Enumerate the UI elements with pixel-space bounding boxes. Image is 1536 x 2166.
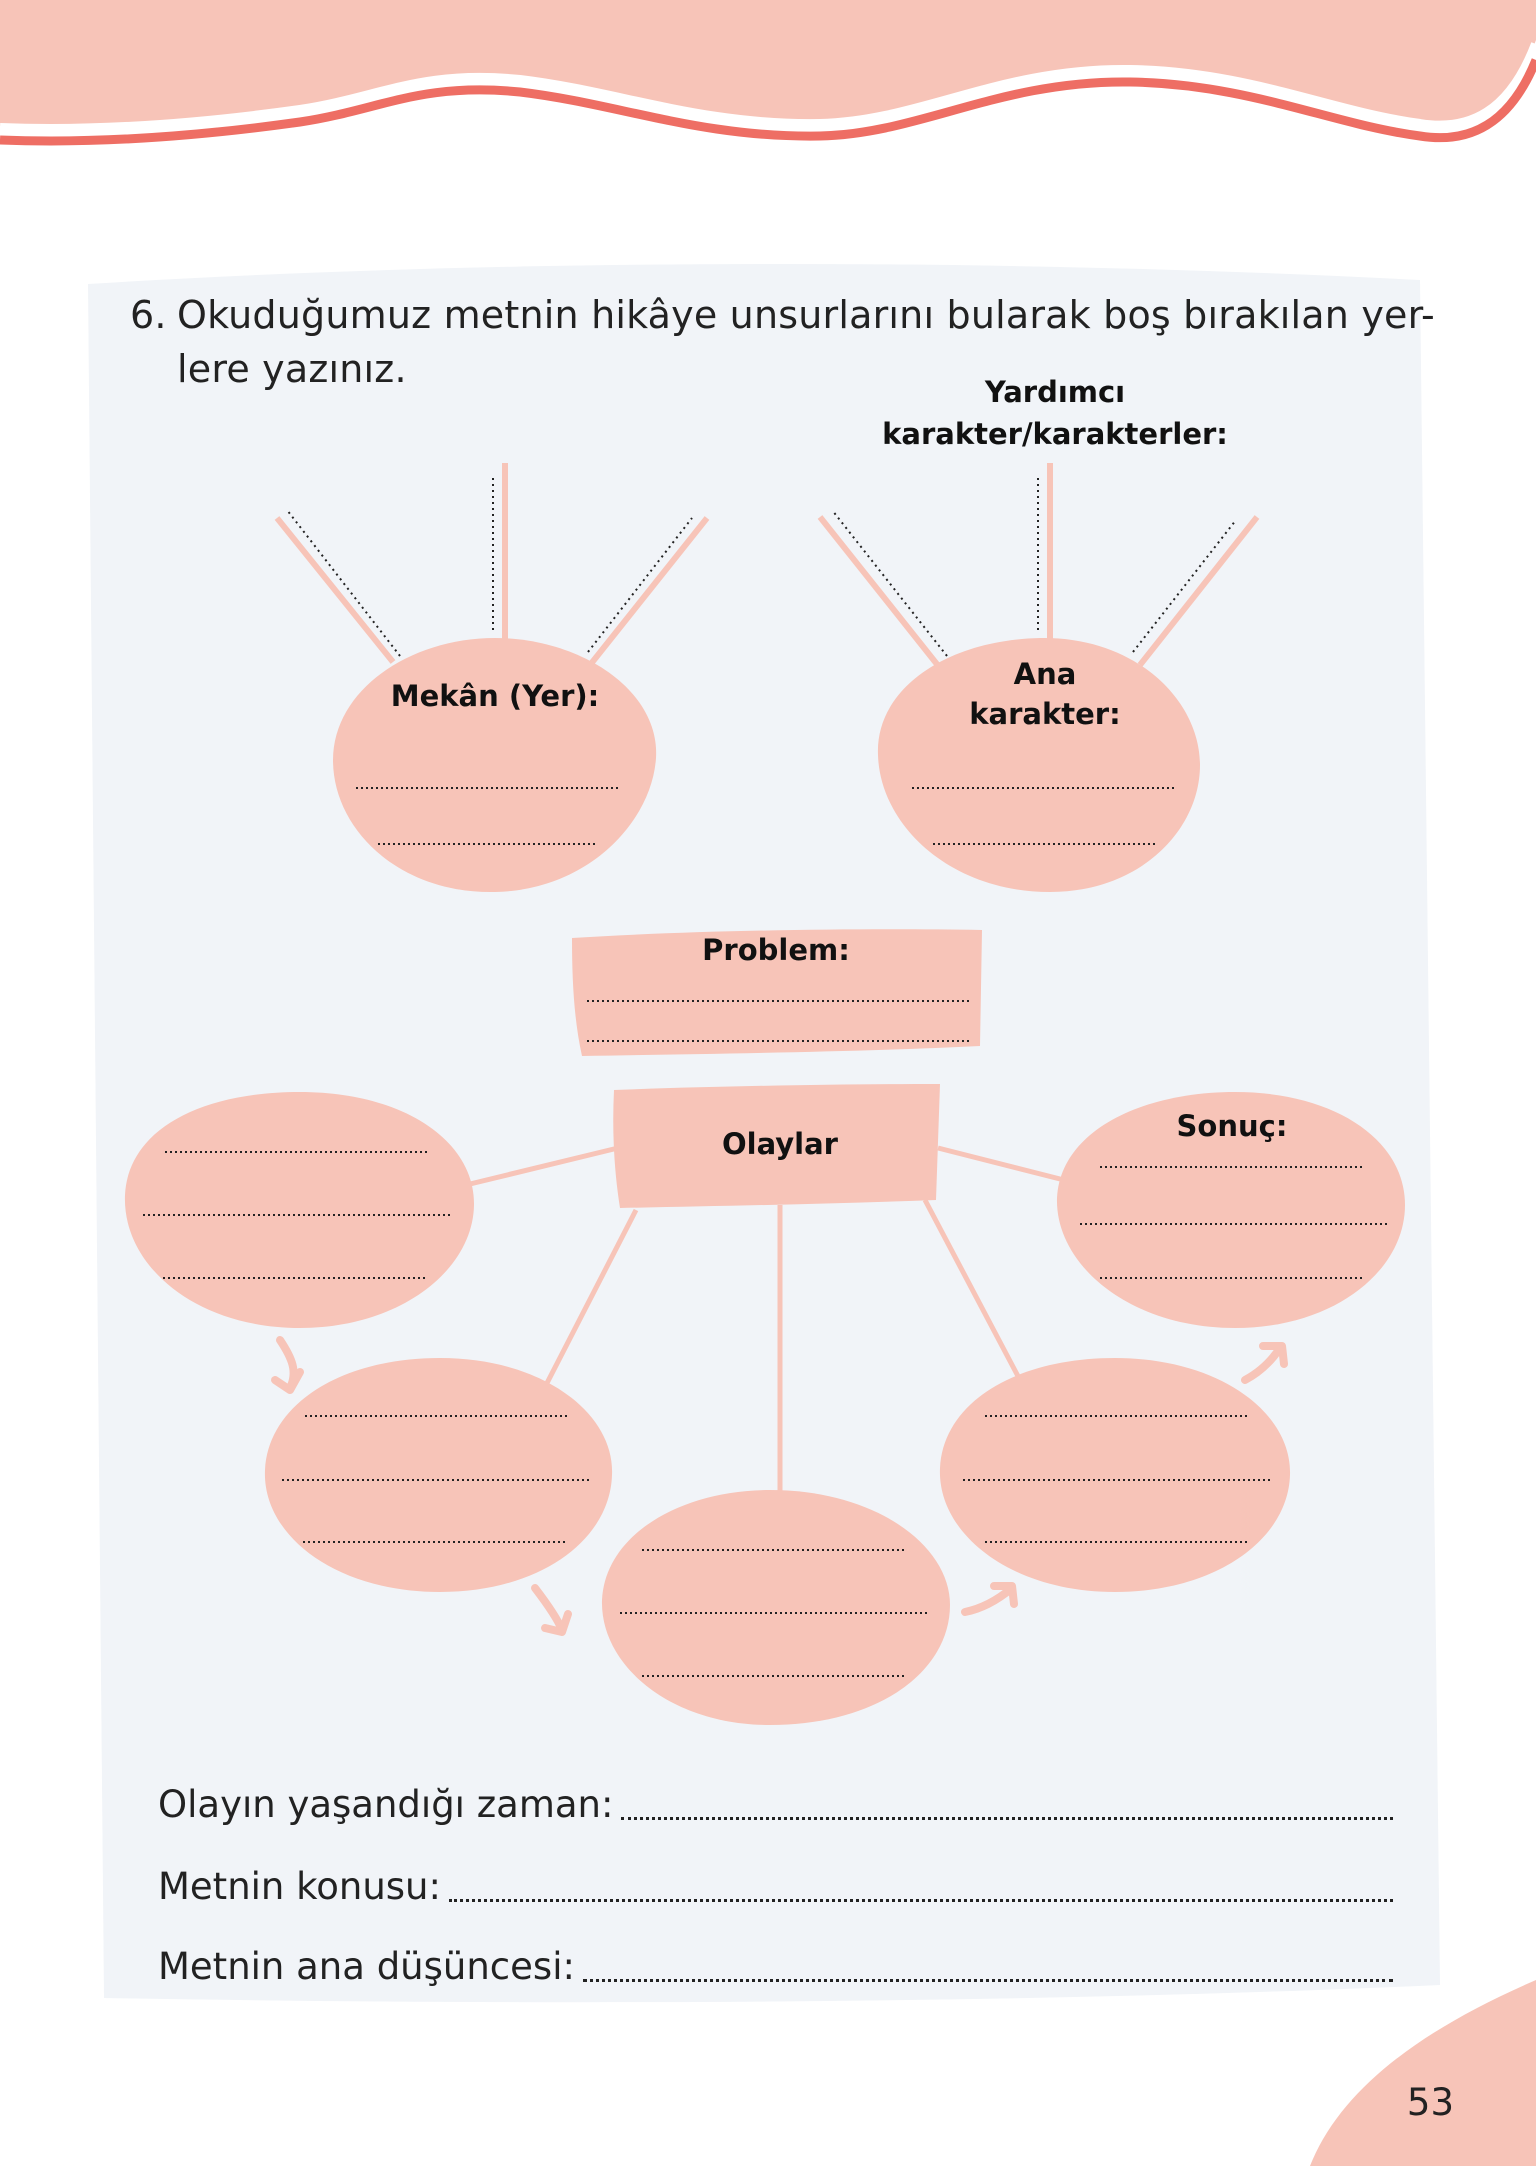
place-ray-right — [587, 516, 710, 667]
question-number: 6. — [130, 293, 167, 337]
events-box — [613, 1084, 940, 1208]
topic-field-blank[interactable] — [448, 1899, 1393, 1902]
place-ray-right-dots — [587, 517, 693, 653]
problem-label: Problem: — [702, 933, 850, 967]
event-bubble-3 — [601, 1490, 950, 1725]
time-field-blank[interactable] — [621, 1817, 1393, 1820]
main-idea-field-label: Metnin ana düşüncesi: — [158, 1945, 575, 1988]
main-character-bubble — [877, 637, 1200, 892]
event-bubble-2 — [264, 1358, 613, 1592]
helper-characters-label-line1: Yardımcı — [984, 375, 1126, 409]
event-bubble-4 — [939, 1358, 1291, 1592]
place-label: Mekân (Yer): — [390, 679, 600, 713]
question-text-line1: Okuduğumuz metnin hikâye unsurlarını bul… — [177, 293, 1435, 337]
arrow-icon-4 — [1241, 1342, 1288, 1384]
time-field[interactable]: Olayın yaşandığı zaman: — [158, 1780, 1393, 1830]
page-number: 53 — [1406, 2081, 1454, 2124]
main-character-label-line2: karakter: — [969, 697, 1121, 731]
problem-box — [572, 929, 982, 1056]
result-label: Sonuç: — [1176, 1109, 1288, 1143]
top-wave-white-stripe — [0, 42, 1536, 135]
events-label: Olaylar — [722, 1127, 838, 1161]
arrow-icon-2 — [531, 1584, 572, 1636]
arrow-icon-1 — [271, 1336, 304, 1394]
question-text-line2: lere yazınız. — [177, 347, 407, 391]
char-ray-right — [1137, 515, 1260, 667]
helper-characters-label-line2: karakter/karakterler: — [882, 417, 1228, 451]
place-ray-left-dots — [286, 509, 401, 657]
char-ray-left-dots — [831, 509, 948, 657]
char-ray-left — [817, 515, 943, 670]
top-wave-banner — [0, 0, 1536, 128]
place-bubble — [333, 638, 657, 893]
main-idea-field-blank[interactable] — [582, 1979, 1393, 1982]
result-bubble — [1056, 1092, 1405, 1328]
main-character-label-line1: Ana — [1013, 657, 1077, 691]
main-idea-field[interactable]: Metnin ana düşüncesi: — [158, 1942, 1393, 1992]
topic-field[interactable]: Metnin konusu: — [158, 1862, 1393, 1912]
place-ray-left — [274, 516, 396, 664]
top-wave-coral-line — [0, 58, 1536, 146]
arrow-icon-3 — [961, 1582, 1018, 1616]
char-ray-right-dots — [1132, 519, 1237, 653]
time-field-label: Olayın yaşandığı zaman: — [158, 1783, 614, 1826]
topic-field-label: Metnin konusu: — [158, 1865, 441, 1908]
corner-blob — [1310, 1980, 1536, 2166]
